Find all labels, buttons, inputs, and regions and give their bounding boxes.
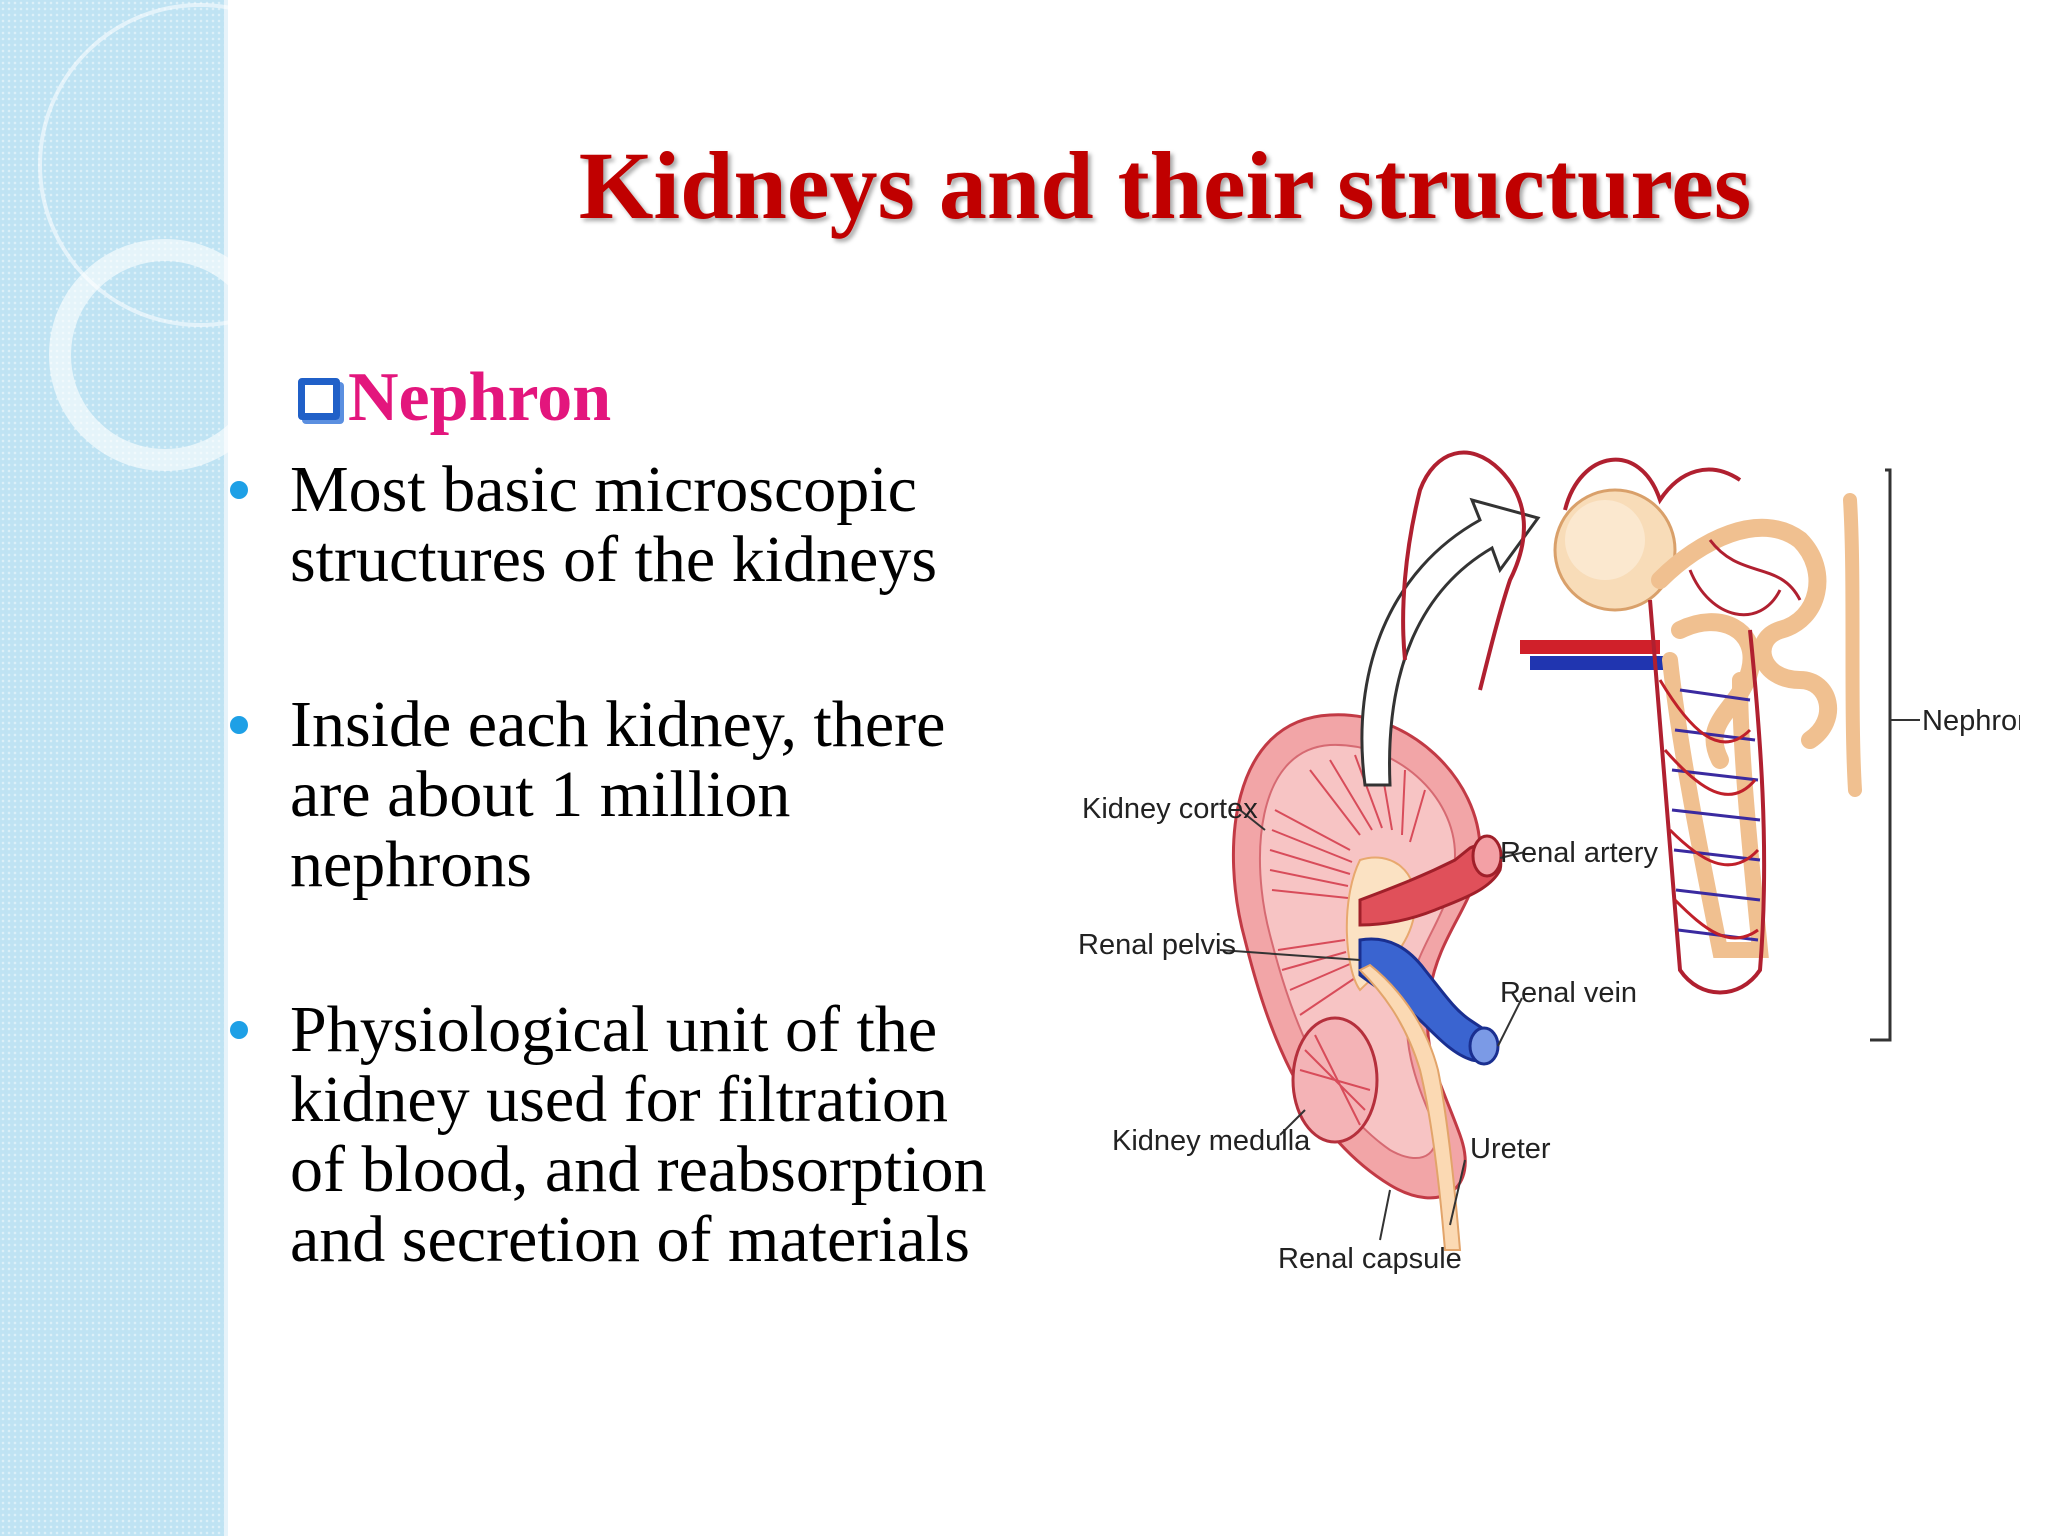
nephron-bracket	[1870, 468, 1892, 1042]
nephron-heading: Nephron	[298, 358, 611, 438]
sidebar-edge	[224, 0, 228, 1536]
label-renal-pelvis: Renal pelvis	[1078, 929, 1236, 961]
bullet-dot-icon	[230, 481, 248, 499]
bullet-line: structures of the kidneys	[290, 523, 938, 596]
bullet-dot-icon	[230, 716, 248, 734]
bullet-item: Physiological unit of the kidney used fo…	[228, 995, 1088, 1275]
bullet-line: Physiological unit of the	[290, 993, 938, 1066]
nephron-illustration	[1401, 450, 1862, 995]
label-kidney-cortex: Kidney cortex	[1082, 793, 1258, 825]
label-renal-artery: Renal artery	[1500, 837, 1658, 869]
slide-title: Kidneys and their structures	[578, 132, 1752, 239]
bullet-line: of blood, and reabsorption	[290, 1133, 987, 1206]
bullet-line: are about 1 million	[290, 758, 791, 831]
bullet-line: kidney used for filtration	[290, 1063, 949, 1136]
bullet-item: Inside each kidney, there are about 1 mi…	[228, 690, 1088, 900]
bullet-list: Most basic microscopic structures of the…	[228, 455, 1088, 1370]
bullet-dot-icon	[230, 1021, 248, 1039]
label-ureter: Ureter	[1470, 1133, 1551, 1165]
label-renal-vein: Renal vein	[1500, 977, 1637, 1009]
kidney-nephron-diagram: Kidney cortex Renal pelvis Kidney medull…	[1078, 450, 2020, 1275]
bullet-line: nephrons	[290, 828, 532, 901]
checkbox-bullet-icon	[298, 378, 340, 420]
bullet-line: Most basic microscopic	[290, 453, 917, 526]
label-kidney-medulla: Kidney medulla	[1112, 1125, 1311, 1157]
bullet-line: Inside each kidney, there	[290, 688, 946, 761]
zoom-arrow-icon	[1360, 497, 1541, 787]
kidney-illustration	[1231, 713, 1503, 1251]
heading-text: Nephron	[348, 359, 612, 436]
label-nephron: Nephron	[1922, 705, 2020, 737]
bullet-item: Most basic microscopic structures of the…	[228, 455, 1088, 595]
bullet-line: and secretion of materials	[290, 1203, 970, 1276]
decorative-circles	[38, 3, 362, 471]
label-renal-capsule: Renal capsule	[1278, 1243, 1462, 1275]
